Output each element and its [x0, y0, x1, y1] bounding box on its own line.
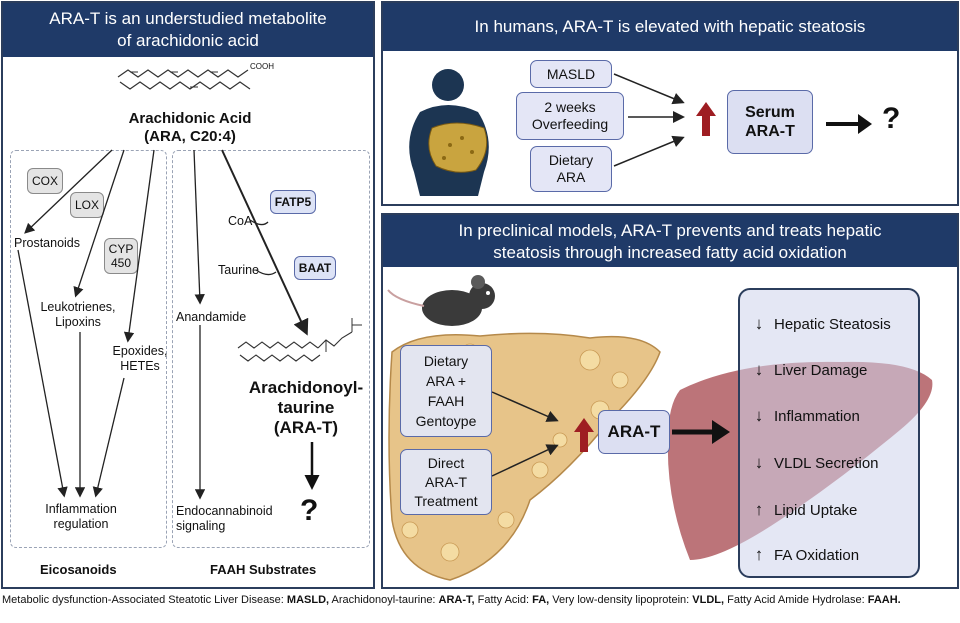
cox-enzyme-box: COX	[27, 168, 63, 194]
ara-formula: (ARA, C20:4)	[144, 128, 236, 145]
down-arrow-icon: ↓	[754, 360, 764, 379]
footnote: Metabolic dysfunction-Associated Steatot…	[2, 593, 958, 607]
top-right-panel-header: In humans, ARA-T is elevated with hepati…	[383, 3, 957, 51]
effect-label: Inflammation	[774, 407, 860, 425]
effect-label: FA Oxidation	[774, 546, 860, 564]
up-arrow-icon: ↑	[754, 500, 764, 519]
arachidonic-acid-title: Arachidonic Acid (ARA, C20:4)	[110, 110, 270, 146]
footnote-abbr: FA,	[532, 594, 550, 606]
effect-label: Liver Damage	[774, 361, 868, 379]
arat-name-line1: Arachidonoyl-	[248, 378, 364, 397]
coa-label: CoA	[228, 214, 253, 228]
footnote-abbr: VLDL,	[692, 594, 725, 606]
dietary-ara-input-box: Dietary ARA	[530, 146, 612, 192]
left-panel-header: ARA-T is an understudied metabolite of a…	[3, 3, 373, 57]
footnote-text: Very low-density lipoprotein:	[549, 594, 693, 606]
overfeeding-input-box: 2 weeks Overfeeding	[516, 92, 624, 140]
effect-label: Lipid Uptake	[774, 501, 858, 519]
footnote-abbr: FAAH.	[867, 594, 901, 606]
up-arrow-icon: ↑	[754, 545, 764, 564]
effect-fa-oxidation: ↑ FA Oxidation	[752, 545, 859, 565]
cyp450-label: CYP 450	[108, 242, 134, 270]
dietary-ara-faah-box: Dietary ARA + FAAH Gentoype	[400, 345, 492, 437]
prostanoids-label: Prostanoids	[14, 236, 81, 250]
footnote-abbr: ARA-T,	[438, 594, 475, 606]
footnote-text: Fatty Acid Amide Hydrolase:	[724, 594, 868, 606]
cyp450-enzyme-box: CYP 450	[104, 238, 138, 274]
left-title-line2: of arachidonic acid	[117, 31, 259, 50]
footnote-text: Metabolic dysfunction-Associated Steatot…	[2, 594, 287, 606]
epoxides-label: Epoxides, HETEs	[112, 344, 168, 373]
bottom-right-title-line2: steatosis through increased fatty acid o…	[493, 243, 847, 262]
top-question-mark: ?	[882, 102, 901, 135]
footnote-text: Fatty Acid:	[474, 594, 533, 606]
bottom-right-panel-header: In preclinical models, ARA-T prevents an…	[383, 215, 957, 267]
inflammation-regulation-label: Inflammation regulation	[45, 502, 117, 531]
leukotrienes-label: Leukotrienes, Lipoxins	[40, 300, 116, 329]
masld-input-box: MASLD	[530, 60, 612, 88]
left-title-line1: ARA-T is an understudied metabolite	[49, 9, 327, 28]
direct-arat-treatment-box: Direct ARA-T Treatment	[400, 449, 492, 515]
arat-name-line3: (ARA-T)	[273, 418, 339, 437]
down-arrow-icon: ↓	[754, 406, 764, 425]
serum-arat-box: Serum ARA-T	[727, 90, 813, 154]
ara-name: Arachidonic Acid	[128, 110, 252, 127]
anandamide-label: Anandamide	[176, 310, 247, 324]
arat-name: Arachidonoyl- taurine (ARA-T)	[236, 378, 376, 438]
faah-substrates-group-label: FAAH Substrates	[210, 562, 317, 577]
baat-enzyme-box: BAAT	[294, 256, 336, 280]
effect-liver-damage: ↓ Liver Damage	[752, 360, 868, 380]
cooh-label: COOH	[250, 62, 274, 71]
down-arrow-icon: ↓	[754, 314, 764, 333]
footnote-text: Arachidonoyl-taurine:	[329, 594, 439, 606]
effects-box	[738, 288, 920, 578]
footnote-abbr: MASLD,	[286, 594, 330, 606]
effect-label: VLDL Secretion	[774, 454, 879, 472]
fatp5-enzyme-box: FATP5	[270, 190, 316, 214]
arat-name-line2: taurine	[277, 398, 335, 417]
effect-hepatic-steatosis: ↓ Hepatic Steatosis	[752, 314, 891, 334]
effect-label: Hepatic Steatosis	[774, 315, 891, 333]
bottom-right-title-line1: In preclinical models, ARA-T prevents an…	[458, 221, 882, 240]
top-right-title: In humans, ARA-T is elevated with hepati…	[474, 17, 866, 36]
effect-inflammation: ↓ Inflammation	[752, 406, 860, 426]
arat-center-box: ARA-T	[598, 410, 670, 454]
down-arrow-icon: ↓	[754, 453, 764, 472]
effect-vldl-secretion: ↓ VLDL Secretion	[752, 453, 879, 473]
taurine-label: Taurine	[218, 263, 259, 277]
top-right-panel: In humans, ARA-T is elevated with hepati…	[381, 1, 959, 206]
endocannabinoid-label: Endocannabinoid signaling	[176, 504, 273, 533]
left-question-mark: ?	[300, 494, 319, 527]
lox-enzyme-box: LOX	[70, 192, 104, 218]
eicosanoids-group-label: Eicosanoids	[40, 562, 117, 577]
effect-lipid-uptake: ↑ Lipid Uptake	[752, 500, 858, 520]
